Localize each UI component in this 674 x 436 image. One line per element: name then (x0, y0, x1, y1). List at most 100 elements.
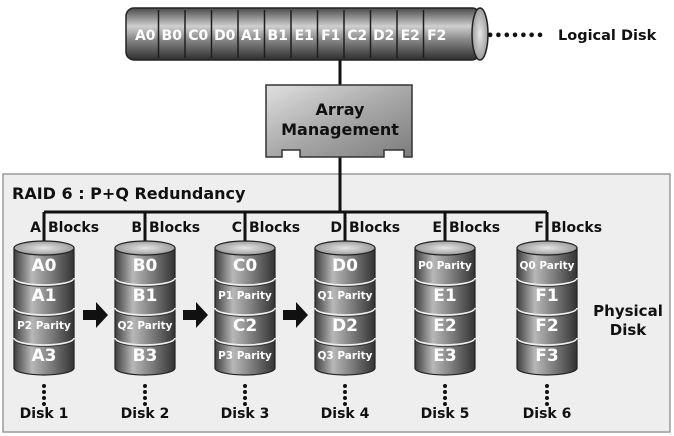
continuation-dot (545, 396, 549, 400)
cell-separator (114, 309, 176, 317)
arrows (83, 302, 308, 328)
cell-separator (314, 337, 376, 346)
disk-top (516, 240, 578, 256)
continuation-dot (545, 402, 549, 406)
cell-separator (114, 307, 176, 316)
continuation-dot (545, 390, 549, 394)
disk-name: Disk 5 (421, 406, 470, 422)
logical-segment: F2 (427, 28, 446, 44)
cell-separator (214, 339, 276, 347)
cell-separator (13, 337, 75, 346)
data-block-cell: A0 (32, 256, 57, 276)
parity-cell: Q0 Parity (519, 260, 574, 272)
logical-segment: E1 (295, 28, 314, 44)
cell-separator (214, 279, 276, 287)
arrow-right-icon (83, 302, 108, 328)
logical-segment: B0 (162, 28, 183, 44)
continuation-dot (545, 384, 549, 388)
cell-separator (314, 277, 376, 286)
blocks-label: Blocks (149, 220, 200, 236)
parity-cell: P3 Parity (218, 350, 272, 362)
continuation-dot (343, 396, 347, 400)
disk-letter: C (232, 220, 242, 236)
cell-separator (516, 277, 578, 286)
cell-separator (414, 309, 476, 317)
continuation-dot (443, 390, 447, 394)
disk-cylinder (516, 247, 578, 376)
continuation-dot (42, 390, 46, 394)
data-block-cell: B0 (133, 256, 158, 276)
continuation-dot (343, 390, 347, 394)
continuation-dot (143, 384, 147, 388)
data-block-cell: E1 (433, 286, 456, 306)
disk-cylinder (314, 247, 376, 376)
cell-separator (214, 277, 276, 286)
cell-separator (516, 339, 578, 347)
disk-top (414, 240, 476, 256)
continuation-dot (143, 402, 147, 406)
logical-segment: D0 (214, 28, 236, 44)
disk-letter: D (330, 220, 342, 236)
cell-separator (414, 307, 476, 316)
cell-separator (414, 339, 476, 347)
data-block-cell: D2 (332, 316, 358, 336)
continuation-dot (143, 390, 147, 394)
logical-disk-end (471, 7, 489, 61)
cell-separator (114, 339, 176, 347)
cell-separator (314, 307, 376, 316)
data-block-cell: E3 (433, 346, 456, 366)
continuation-dot (243, 396, 247, 400)
disk-top (114, 240, 176, 256)
disk-cylinder (414, 247, 476, 376)
cell-separator (314, 309, 376, 317)
arrow-right-icon (283, 302, 308, 328)
disk-cylinder (114, 247, 176, 376)
blocks-label: Blocks (551, 220, 602, 236)
disk-letter: F (534, 220, 544, 236)
data-block-cell: F3 (535, 346, 558, 366)
blocks-label: Blocks (48, 220, 99, 236)
data-block-cell: F1 (535, 286, 558, 306)
continuation-dot (42, 402, 46, 406)
raid-title: RAID 6 : P+Q Redundancy (12, 184, 246, 203)
disk-letter: A (30, 220, 41, 236)
cell-separator (114, 277, 176, 286)
blocks-label: Blocks (349, 220, 400, 236)
disk-cylinder (214, 247, 276, 376)
cell-separator (13, 277, 75, 286)
logical-disk-continuation: ••••••• (486, 29, 544, 44)
blocks-label: Blocks (249, 220, 300, 236)
array-management-line1: Array (316, 100, 365, 119)
continuation-dot (243, 402, 247, 406)
parity-cell: P1 Parity (218, 290, 272, 302)
cell-separator (13, 307, 75, 316)
disk-top (214, 240, 276, 256)
continuation-dot (343, 384, 347, 388)
cell-separator (414, 279, 476, 287)
array-management-card: Array Management (265, 84, 413, 158)
logical-segment: D2 (373, 28, 394, 44)
disk-name: Disk 3 (221, 406, 270, 422)
parity-cell: Q3 Parity (317, 350, 372, 362)
continuation-dot (42, 396, 46, 400)
cell-separator (214, 309, 276, 317)
logical-segment: F1 (321, 28, 340, 44)
cell-separator (414, 337, 476, 346)
data-block-cell: B3 (133, 346, 158, 366)
data-block-cell: B1 (133, 286, 158, 306)
parity-cell: Q2 Parity (117, 320, 172, 332)
continuation-dot (243, 384, 247, 388)
parity-cell: Q1 Parity (317, 290, 372, 302)
disk-cylinder (13, 247, 75, 376)
continuation-dot (443, 402, 447, 406)
disk-name: Disk 6 (523, 406, 572, 422)
continuation-dot (143, 396, 147, 400)
continuation-dot (42, 384, 46, 388)
logical-segment: B1 (268, 28, 288, 44)
data-block-cell: D0 (332, 256, 358, 276)
